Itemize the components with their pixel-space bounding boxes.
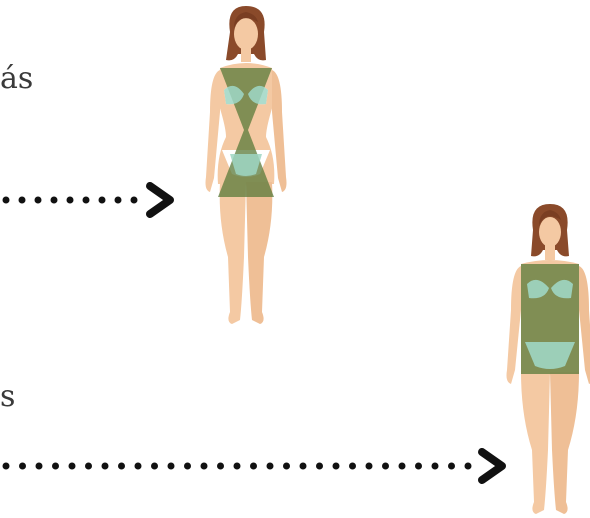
rectangle-body-figure xyxy=(505,200,590,518)
dot xyxy=(151,463,158,470)
dot xyxy=(168,463,175,470)
dot xyxy=(135,463,142,470)
dot xyxy=(316,463,323,470)
dotted-arrow-bottom xyxy=(0,446,512,486)
dot xyxy=(448,463,455,470)
text-fragment-bottom: s xyxy=(0,382,15,412)
dot xyxy=(184,463,191,470)
dot xyxy=(36,463,43,470)
dot xyxy=(201,463,208,470)
dot xyxy=(102,463,109,470)
dot xyxy=(465,463,472,470)
arrowhead-icon xyxy=(482,452,502,480)
dot xyxy=(283,463,290,470)
dot xyxy=(69,463,76,470)
dot xyxy=(432,463,439,470)
dot xyxy=(382,463,389,470)
dot xyxy=(366,463,373,470)
text-fragment-top: ás xyxy=(0,64,33,94)
dotted-arrow-top xyxy=(0,180,180,220)
dot xyxy=(300,463,307,470)
dot xyxy=(349,463,356,470)
dot xyxy=(85,463,92,470)
arrowhead-icon xyxy=(150,186,170,214)
dot xyxy=(399,463,406,470)
hourglass-body-figure xyxy=(196,2,296,332)
dot xyxy=(52,463,59,470)
dot xyxy=(19,463,26,470)
dot xyxy=(415,463,422,470)
dot xyxy=(234,463,241,470)
dot xyxy=(118,463,125,470)
dot xyxy=(250,463,257,470)
dot xyxy=(333,463,340,470)
dot xyxy=(267,463,274,470)
dot xyxy=(217,463,224,470)
dot xyxy=(3,463,10,470)
